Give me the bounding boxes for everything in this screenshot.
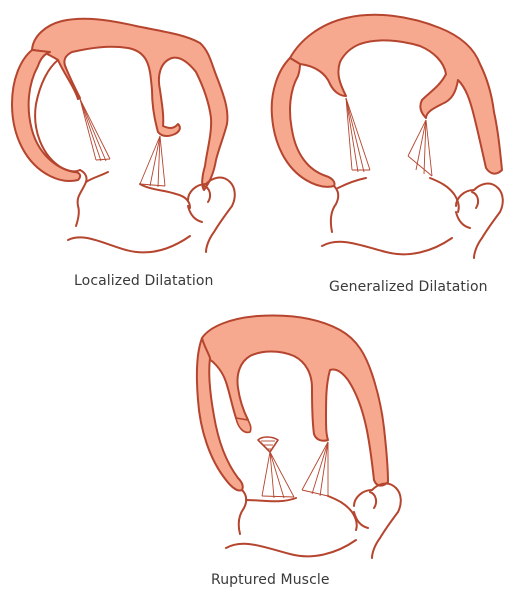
localized-papillary-base-left [86,172,108,182]
generalized-ventricular-wall [290,15,502,174]
localized-left-bulge [12,50,80,181]
localized-right-structure [188,178,235,252]
generalized-septum-line [331,186,338,232]
localized-chordae-left [80,99,110,161]
caption-localized-dilatation: Localized Dilatation [74,273,214,289]
ruptured-lower-outline [226,540,356,556]
generalized-chordae-left [346,98,370,172]
generalized-dilatation-illustration [272,15,503,258]
localized-dilatation-illustration [12,19,235,253]
generalized-right-structure [456,184,503,258]
ruptured-right-papillary-outline [328,496,357,530]
generalized-chordae-right [408,120,432,176]
generalized-right-papillary-outline [430,178,459,212]
localized-right-papillary-outline [140,184,190,208]
ruptured-septum-line [239,490,246,534]
generalized-papillary-base-left [338,178,366,188]
ruptured-right-structure [354,484,401,558]
ruptured-notch [236,418,251,432]
ruptured-ventricular-wall [202,316,388,486]
ruptured-chordae-left [262,452,294,498]
ruptured-papillary-head [258,437,278,452]
localized-ventricular-wall [32,19,227,190]
caption-generalized-dilatation: Generalized Dilatation [329,279,488,295]
localized-lower-outline [68,236,190,252]
ruptured-muscle-illustration [197,316,401,558]
caption-ruptured-muscle: Ruptured Muscle [211,572,330,588]
localized-chordae-right [140,136,165,187]
ruptured-papillary-base [246,498,296,501]
ruptured-chordae-right [302,442,328,496]
generalized-lower-outline [322,238,452,254]
